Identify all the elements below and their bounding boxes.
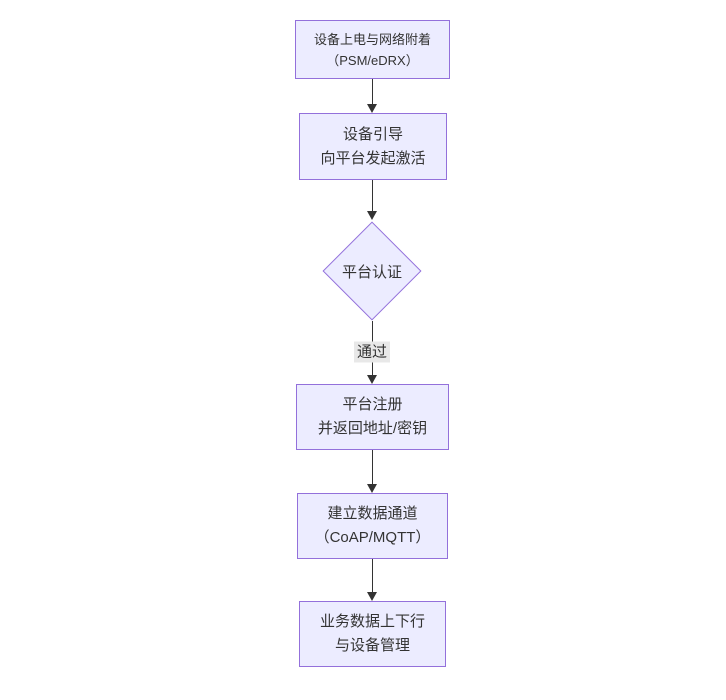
node-text-line: 设备上电与网络附着	[313, 31, 431, 47]
arrowhead-icon	[367, 484, 377, 493]
edge-label-pass: 通过	[353, 341, 391, 363]
node-platform-register: 平台注册 并返回地址/密钥	[296, 384, 449, 450]
arrowhead-icon	[367, 104, 377, 113]
node-text-line: 平台注册	[342, 396, 403, 413]
node-data-channel: 建立数据通道 （CoAP/MQTT）	[297, 493, 448, 559]
edge-line	[371, 79, 373, 104]
node-text-line: 业务数据上下行	[319, 613, 425, 630]
node-text-line: 平台认证	[341, 263, 402, 281]
edge-line	[371, 180, 373, 211]
node-text-line: （CoAP/MQTT）	[314, 529, 431, 546]
node-text-line: 并返回地址/密钥	[317, 420, 428, 437]
node-text-line: （PSM/eDRX）	[326, 52, 419, 68]
edge-line	[371, 450, 373, 484]
node-text-line: 与设备管理	[334, 637, 410, 654]
node-text-line: 向平台发起激活	[320, 149, 426, 167]
node-bootstrap-activate: 设备引导 向平台发起激活	[299, 113, 447, 180]
node-business-data-mgmt: 业务数据上下行 与设备管理	[299, 601, 446, 667]
edge-line	[371, 559, 373, 592]
node-text-line: 设备引导	[342, 125, 403, 143]
node-platform-auth-decision: 平台认证	[322, 221, 422, 321]
arrowhead-icon	[367, 211, 377, 220]
arrowhead-icon	[367, 592, 377, 601]
arrowhead-icon	[367, 375, 377, 384]
node-power-on-attach: 设备上电与网络附着 （PSM/eDRX）	[295, 20, 450, 79]
node-text-line: 建立数据通道	[327, 505, 418, 522]
